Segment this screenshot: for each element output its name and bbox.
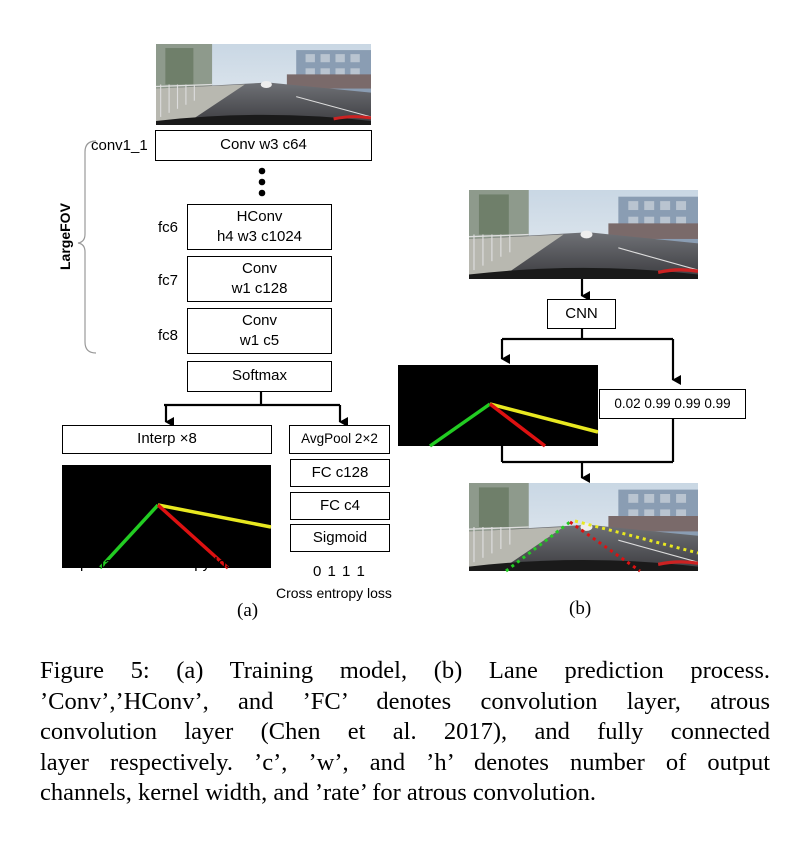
ellipsis-dot <box>258 178 266 186</box>
sigmoid-box: Sigmoid <box>290 524 390 552</box>
ellipsis-dot <box>258 189 266 197</box>
fc6-box-line1: HConv <box>236 207 283 225</box>
caption-line: channels, kernel width, and ’rate’ for a… <box>40 779 597 806</box>
fc128-box: FC c128 <box>290 459 390 487</box>
fc7-box: Conv w1 c128 <box>187 256 332 302</box>
sublabel-a: (a) <box>237 600 259 621</box>
fc7-label: fc7 <box>158 272 179 289</box>
caption-line: layer respectively. ’c’, ’w’, and ’h’ de… <box>40 748 770 776</box>
spatial-loss-label: Spatial cross entropy loss <box>70 555 241 572</box>
fc6-box: HConv h4 w3 c1024 <box>187 204 332 250</box>
fc8-box-line2: w1 c5 <box>239 332 280 349</box>
caption-line: Figure 5: (a) Training model, (b) Lane p… <box>40 657 770 684</box>
largefov-label: LargeFOV <box>57 203 73 270</box>
conv1-box: Conv w3 c64 <box>155 130 372 161</box>
lane-mask-a <box>62 465 272 570</box>
avgpool-box: AvgPool 2×2 <box>289 425 390 454</box>
sublabel-b: (b) <box>569 598 592 619</box>
fc8-label: fc8 <box>158 327 179 344</box>
cross-loss-label: Cross entropy loss <box>276 585 392 601</box>
figure-caption: Figure 5: (a) Training model, (b) Lane p… <box>40 656 770 809</box>
predicted-lanes <box>505 519 699 573</box>
conv1-label: conv1_1 <box>91 137 148 154</box>
output-values-label: 0 1 1 1 <box>313 563 366 580</box>
interp-box: Interp ×8 <box>62 425 272 454</box>
softmax-split-arrows <box>164 392 348 427</box>
scores-box: 0.02 0.99 0.99 0.99 <box>599 389 746 419</box>
fc8-box: Conv w1 c5 <box>187 308 332 354</box>
output-road-image-b <box>469 483 698 571</box>
cnn-split-arrows <box>500 279 681 483</box>
fc4-box: FC c4 <box>290 492 390 520</box>
fc6-box-line2: h4 w3 c1024 <box>216 228 303 245</box>
softmax-box: Softmax <box>187 361 332 392</box>
fc8-box-line1: Conv <box>241 311 278 329</box>
ellipsis-dot <box>258 167 266 175</box>
fc7-box-line2: w1 c128 <box>231 280 288 297</box>
caption-line: ’Conv’,’HConv’, and ’FC’ denotes convolu… <box>40 687 770 715</box>
caption-line: convolution layer (Chen et al. 2017), an… <box>40 718 770 745</box>
fc6-label: fc6 <box>158 219 179 236</box>
lane-mask-b <box>398 365 599 448</box>
fc7-box-line1: Conv <box>241 259 278 277</box>
input-road-image-a <box>156 44 371 125</box>
cnn-box: CNN <box>547 299 616 329</box>
input-road-image-b <box>469 190 698 279</box>
largefov-brace <box>77 140 97 354</box>
